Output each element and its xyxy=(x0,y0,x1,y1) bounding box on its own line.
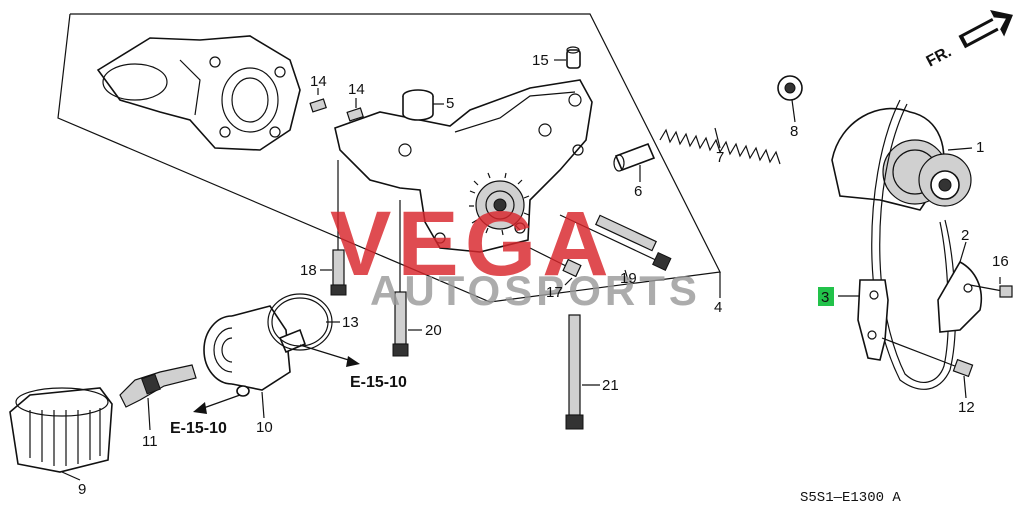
oil-filter xyxy=(9,387,113,473)
bolt-18 xyxy=(330,160,347,296)
front-direction-arrow: FR. xyxy=(924,10,1013,71)
callout-8: 8 xyxy=(790,123,798,140)
assembly-outline xyxy=(57,13,721,303)
callout-19: 19 xyxy=(620,270,637,287)
callout-10: 10 xyxy=(256,419,273,436)
bolt-16 xyxy=(969,284,1013,298)
chain-assembly xyxy=(831,99,972,390)
callout-1: 1 xyxy=(976,139,984,156)
arrow-e1510-b xyxy=(193,394,241,414)
watermark-sub: AUTOSPORTS xyxy=(370,267,701,314)
section-ref-2: E-15-10 xyxy=(170,420,227,437)
callout-6: 6 xyxy=(634,183,642,200)
relief-valve xyxy=(613,142,656,172)
callout-17: 17 xyxy=(546,284,563,301)
oil-cooler xyxy=(203,305,307,397)
cooler-nipple xyxy=(119,364,197,408)
leader-lines xyxy=(61,59,1001,481)
arrow-e1510-a xyxy=(299,344,360,367)
callout-3: 3 xyxy=(821,289,829,306)
callout-11: 11 xyxy=(142,433,158,450)
callout-3-highlight xyxy=(818,287,834,306)
sleeve-part xyxy=(402,89,434,121)
bolt-17 xyxy=(529,247,582,278)
callout-20: 20 xyxy=(425,322,442,339)
watermark-brand: VEGA xyxy=(330,193,615,295)
callout-18: 18 xyxy=(300,262,317,279)
callout-7: 7 xyxy=(716,149,724,166)
chain-guide xyxy=(857,279,889,361)
section-ref-1: E-15-10 xyxy=(350,374,407,391)
callout-14a: 14 xyxy=(310,73,327,90)
callout-13: 13 xyxy=(342,314,359,331)
chain-tensioner xyxy=(937,260,982,333)
callout-16: 16 xyxy=(992,253,1009,270)
oil-pump-body xyxy=(334,79,593,253)
callout-15: 15 xyxy=(532,52,549,69)
oil-pump-housing xyxy=(96,35,301,151)
callout-5: 5 xyxy=(446,95,454,112)
relief-spring xyxy=(659,128,781,165)
callout-12: 12 xyxy=(958,399,975,416)
callout-14b: 14 xyxy=(348,81,365,98)
collar-part xyxy=(566,46,581,69)
callout-21: 21 xyxy=(602,377,619,394)
dowel-pins xyxy=(309,98,364,122)
bolt-20 xyxy=(392,200,409,357)
front-direction-label: FR. xyxy=(924,43,955,70)
bolt-12 xyxy=(881,337,974,378)
callout-4: 4 xyxy=(714,299,722,316)
callout-9: 9 xyxy=(78,481,86,498)
watermark: VEGA AUTOSPORTS xyxy=(330,193,701,314)
bolt-19 xyxy=(559,214,672,271)
bolt-21 xyxy=(565,314,584,430)
diagram-code: S5S1—E1300 A xyxy=(800,490,901,506)
callout-2: 2 xyxy=(961,227,969,244)
sealing-bolt xyxy=(777,75,803,101)
